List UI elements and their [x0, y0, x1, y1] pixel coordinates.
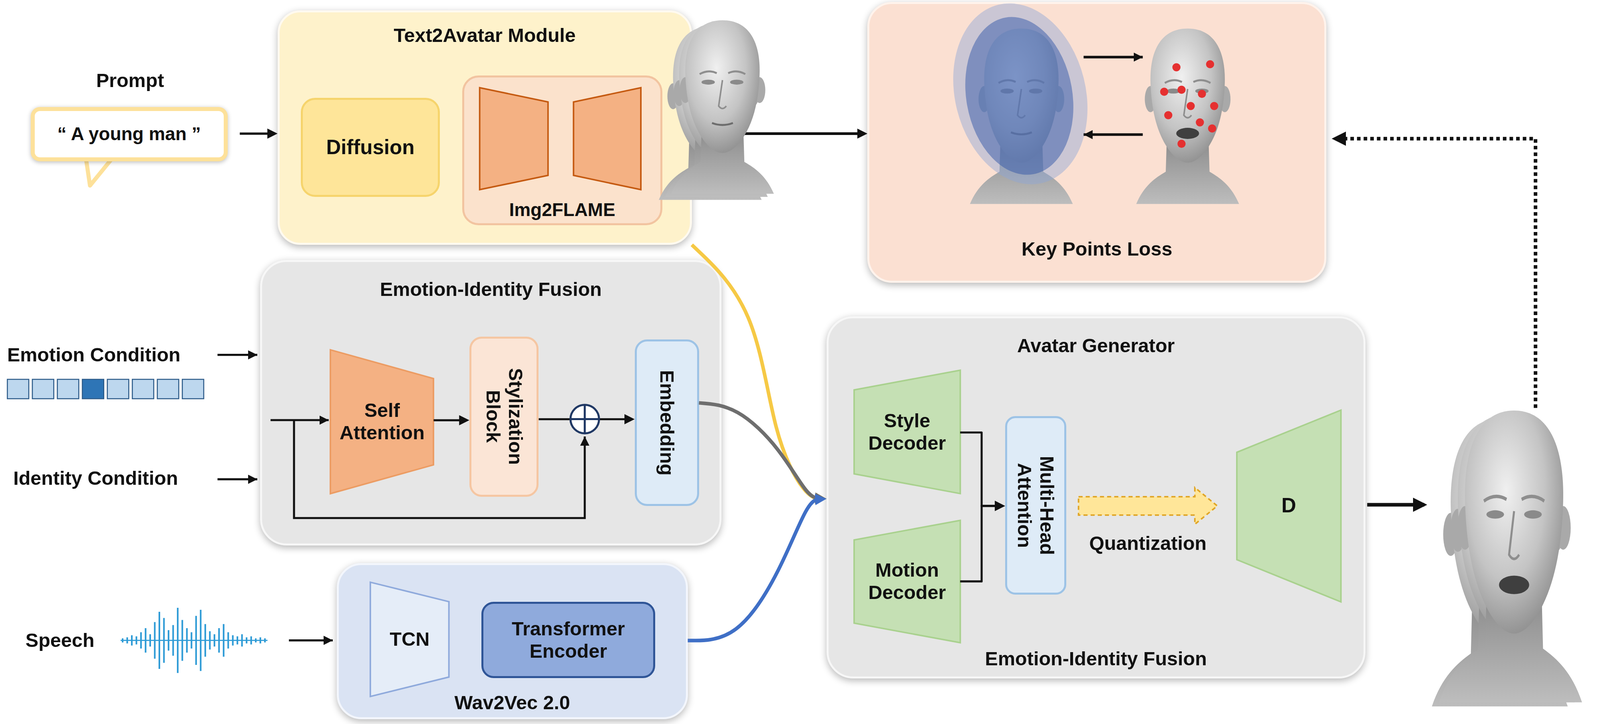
keypoint-illustration	[1177, 85, 1186, 94]
signal-arrows	[1367, 503, 1425, 507]
label-anchor: Speech	[25, 640, 95, 664]
encoder-panel: Wav2Vec 2.0 TCN Transformer Encoder	[336, 563, 688, 720]
edge-label: Quantization	[1089, 532, 1207, 555]
emotion-one-hot	[7, 379, 204, 400]
decoder-trapezoid: Motion Decoder	[854, 520, 961, 644]
label-anchor: Emotion Condition	[7, 355, 181, 378]
emotion-one-hot	[182, 379, 204, 400]
process-box: Diffusion	[300, 97, 440, 197]
keypoint-illustration	[1186, 101, 1195, 110]
label-anchor: Identity Condition	[13, 478, 178, 501]
panel-title: Prompt	[96, 69, 165, 92]
panel-title: Emotion-Identity Fusion	[379, 278, 602, 301]
loss-panel: Key Points Loss	[867, 1, 1327, 283]
speech-waveform	[120, 640, 268, 642]
keypoint-illustration	[1197, 89, 1206, 98]
attention-trapezoid: Self Attention	[330, 349, 434, 494]
prompt-group: Prompt “ A young man ”	[20, 67, 240, 167]
emotion-one-hot	[57, 379, 80, 400]
output-avatar	[1431, 410, 1583, 707]
decoder-trapezoid-fill	[1236, 410, 1342, 603]
connector-arrow	[239, 132, 273, 136]
connector-group	[433, 420, 465, 421]
box-label: Diffusion	[325, 135, 415, 160]
emotion-one-hot	[107, 379, 130, 400]
keypoint-illustration	[1206, 60, 1215, 69]
box-label: D	[1281, 494, 1296, 518]
label-anchor: Quantization	[1147, 532, 1266, 555]
input-label: Identity Condition	[13, 467, 178, 490]
keypoint-illustration	[1195, 118, 1204, 127]
keypoint-illustration	[1164, 111, 1173, 120]
panel-title: Text2Avatar Module	[393, 24, 576, 47]
keypoint-illustration	[1160, 60, 1219, 149]
keypoint-illustration	[1083, 133, 1143, 136]
connector-arrow	[433, 419, 465, 422]
panel-title: Emotion-Identity Fusion	[985, 647, 1207, 671]
input-label: Emotion Condition	[7, 343, 181, 367]
panel-title: Avatar Generator	[1017, 334, 1175, 358]
keypoint-illustration	[1172, 63, 1181, 72]
keypoint-illustration	[1210, 101, 1219, 110]
signal-arrows	[270, 419, 329, 422]
keypoint-illustration	[1083, 55, 1143, 59]
tcn-trapezoid: TCN	[370, 582, 450, 697]
emotion-one-hot	[7, 379, 29, 400]
emotion-one-hot	[82, 379, 104, 400]
emotion-one-hot	[132, 379, 154, 400]
decoder-trapezoid: Style Decoder	[854, 370, 961, 494]
keypoint-illustration	[1177, 139, 1186, 148]
stylization-box: Stylization Block	[469, 336, 539, 497]
emotion-one-hot	[157, 379, 179, 400]
vertical-label: Multi-Head Attention	[1013, 424, 1059, 587]
speech-waveform	[120, 608, 268, 674]
connector-group	[239, 133, 273, 134]
sum-symbol	[570, 405, 599, 434]
box-label: Style Decoder	[860, 409, 955, 455]
vertical-label: Stylization Block	[481, 344, 527, 489]
decoder-trapezoid-fill	[854, 370, 961, 494]
emotion-one-hot	[32, 379, 54, 400]
decoder-trapezoid: D	[1236, 410, 1342, 603]
speech-waveform	[122, 608, 265, 674]
box-label: Transformer Encoder	[489, 618, 647, 663]
prompt-text: “ A young man ”	[30, 107, 228, 161]
tcn-trapezoid-fill	[370, 582, 450, 697]
img2flame-network	[479, 87, 549, 190]
panel-title: Img2FLAME	[508, 199, 616, 221]
input-label: Speech	[25, 629, 95, 652]
encoder-box: Transformer Encoder	[481, 602, 655, 679]
sum-symbol	[570, 405, 599, 434]
keypoint-illustration	[1160, 87, 1169, 96]
keypoint-illustration	[1208, 124, 1217, 133]
panel-title: Wav2Vec 2.0	[454, 691, 571, 715]
sum-symbol	[570, 405, 599, 434]
signal-arrows	[217, 353, 258, 356]
box-label: Self Attention	[336, 399, 428, 445]
decoder-trapezoid-fill	[854, 520, 961, 644]
img2flame-network	[573, 87, 642, 190]
vertical-label: Embedding	[655, 347, 678, 498]
speech-bubble-tail	[85, 158, 113, 186]
signal-arrows	[217, 478, 258, 481]
fusion-panel: Emotion-Identity FusionSelf Attention Sty…	[260, 260, 722, 546]
signal-arrows	[288, 639, 333, 642]
output-avatar	[1446, 410, 1583, 703]
panel-title: Key Points Loss	[1021, 238, 1173, 261]
attention-box: Multi-Head Attention	[1005, 416, 1067, 595]
box-label: Motion Decoder	[860, 559, 955, 605]
box-label: TCN	[389, 628, 430, 651]
attention-trapezoid-fill	[330, 349, 434, 494]
embedding-box: Embedding	[634, 339, 700, 506]
